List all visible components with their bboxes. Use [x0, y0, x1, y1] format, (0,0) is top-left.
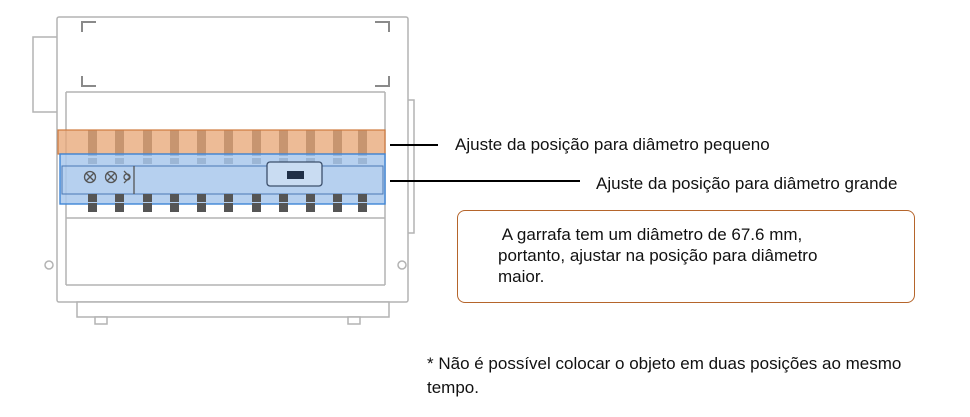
- peg: [197, 194, 206, 202]
- peg: [88, 203, 97, 212]
- small-diameter-label: Ajuste da posição para diâmetro pequeno: [455, 135, 770, 154]
- peg: [252, 203, 261, 212]
- peg: [333, 194, 342, 202]
- small-diameter-highlight: [57, 129, 386, 155]
- peg: [333, 203, 342, 212]
- peg: [115, 194, 124, 202]
- peg: [143, 194, 152, 202]
- peg: [170, 194, 179, 202]
- peg: [358, 194, 367, 202]
- callout-line-1: A garrafa tem um diâmetro de 67.6 mm,: [498, 225, 803, 244]
- peg: [170, 203, 179, 212]
- lever-icon: [123, 166, 135, 194]
- peg: [252, 194, 261, 202]
- large-diameter-label: Ajuste da posição para diâmetro grande: [596, 174, 898, 193]
- peg: [224, 203, 233, 212]
- lock-icon: [266, 161, 323, 187]
- large-diameter-highlight: [59, 153, 386, 205]
- callout-line-3: maior.: [498, 267, 545, 286]
- peg: [115, 203, 124, 212]
- pegs-lower-row: [88, 194, 367, 212]
- peg: [279, 194, 288, 202]
- callout-line-2: portanto, ajustar na posição para diâmet…: [498, 246, 818, 265]
- adjustment-rail: [61, 165, 384, 195]
- peg: [306, 203, 315, 212]
- diameter-callout: A garrafa tem um diâmetro de 67.6 mm, po…: [457, 210, 915, 303]
- adjust-knob-icon: [104, 170, 118, 184]
- peg: [88, 194, 97, 202]
- peg: [197, 203, 206, 212]
- corner-brackets: [81, 21, 390, 87]
- peg: [306, 194, 315, 202]
- adjust-knob-icon: [83, 170, 97, 184]
- peg: [224, 194, 233, 202]
- peg: [358, 203, 367, 212]
- footnote: * Não é possível colocar o objeto em dua…: [427, 354, 902, 397]
- peg: [279, 203, 288, 212]
- peg: [143, 203, 152, 212]
